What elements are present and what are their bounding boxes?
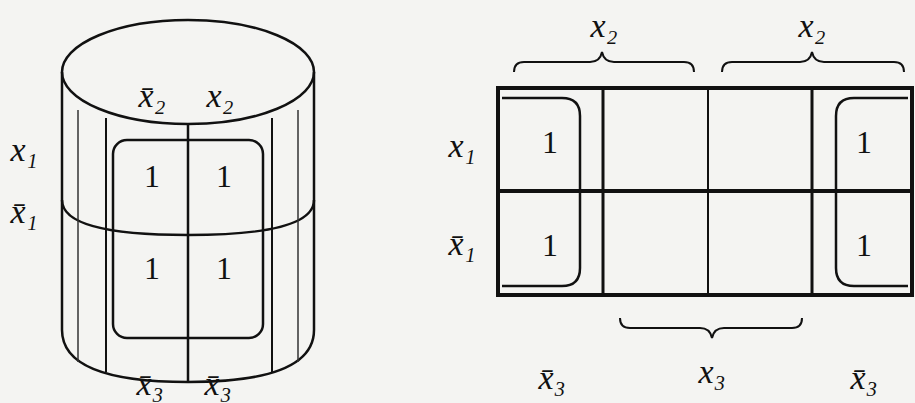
grouping-loop bbox=[502, 98, 580, 286]
variable-label: x₁ bbox=[11, 133, 38, 167]
variable-label: x̄₃ bbox=[137, 367, 164, 401]
variable-label: x̄₃ bbox=[539, 361, 566, 395]
cell-value: 1 bbox=[856, 229, 872, 261]
cell-value: 1 bbox=[216, 160, 232, 192]
cell-value: 1 bbox=[144, 160, 160, 192]
cell-value: 1 bbox=[216, 252, 232, 284]
variable-label: x₂ bbox=[591, 9, 618, 43]
variable-label: x₃ bbox=[699, 355, 726, 389]
variable-label: x̄₁ bbox=[449, 227, 476, 261]
cell-value: 1 bbox=[856, 126, 872, 158]
cell-value: 1 bbox=[542, 229, 558, 261]
cell-value: 1 bbox=[144, 252, 160, 284]
cell-value: 1 bbox=[542, 126, 558, 158]
variable-label: x̄₃ bbox=[205, 367, 232, 401]
variable-label: x̄₃ bbox=[851, 361, 878, 395]
map-grid bbox=[498, 88, 912, 295]
variable-label: x̄₂ bbox=[139, 79, 166, 113]
variable-label: x₁ bbox=[449, 129, 476, 163]
grouping-loop bbox=[113, 140, 263, 338]
variable-label: x̄₁ bbox=[11, 195, 38, 229]
brace bbox=[722, 52, 904, 72]
cylinder-top bbox=[62, 20, 314, 124]
brace bbox=[620, 318, 802, 338]
variable-label: x₂ bbox=[799, 9, 826, 43]
grouping-loop bbox=[836, 98, 908, 286]
brace bbox=[514, 52, 694, 72]
variable-label: x₂ bbox=[207, 79, 234, 113]
